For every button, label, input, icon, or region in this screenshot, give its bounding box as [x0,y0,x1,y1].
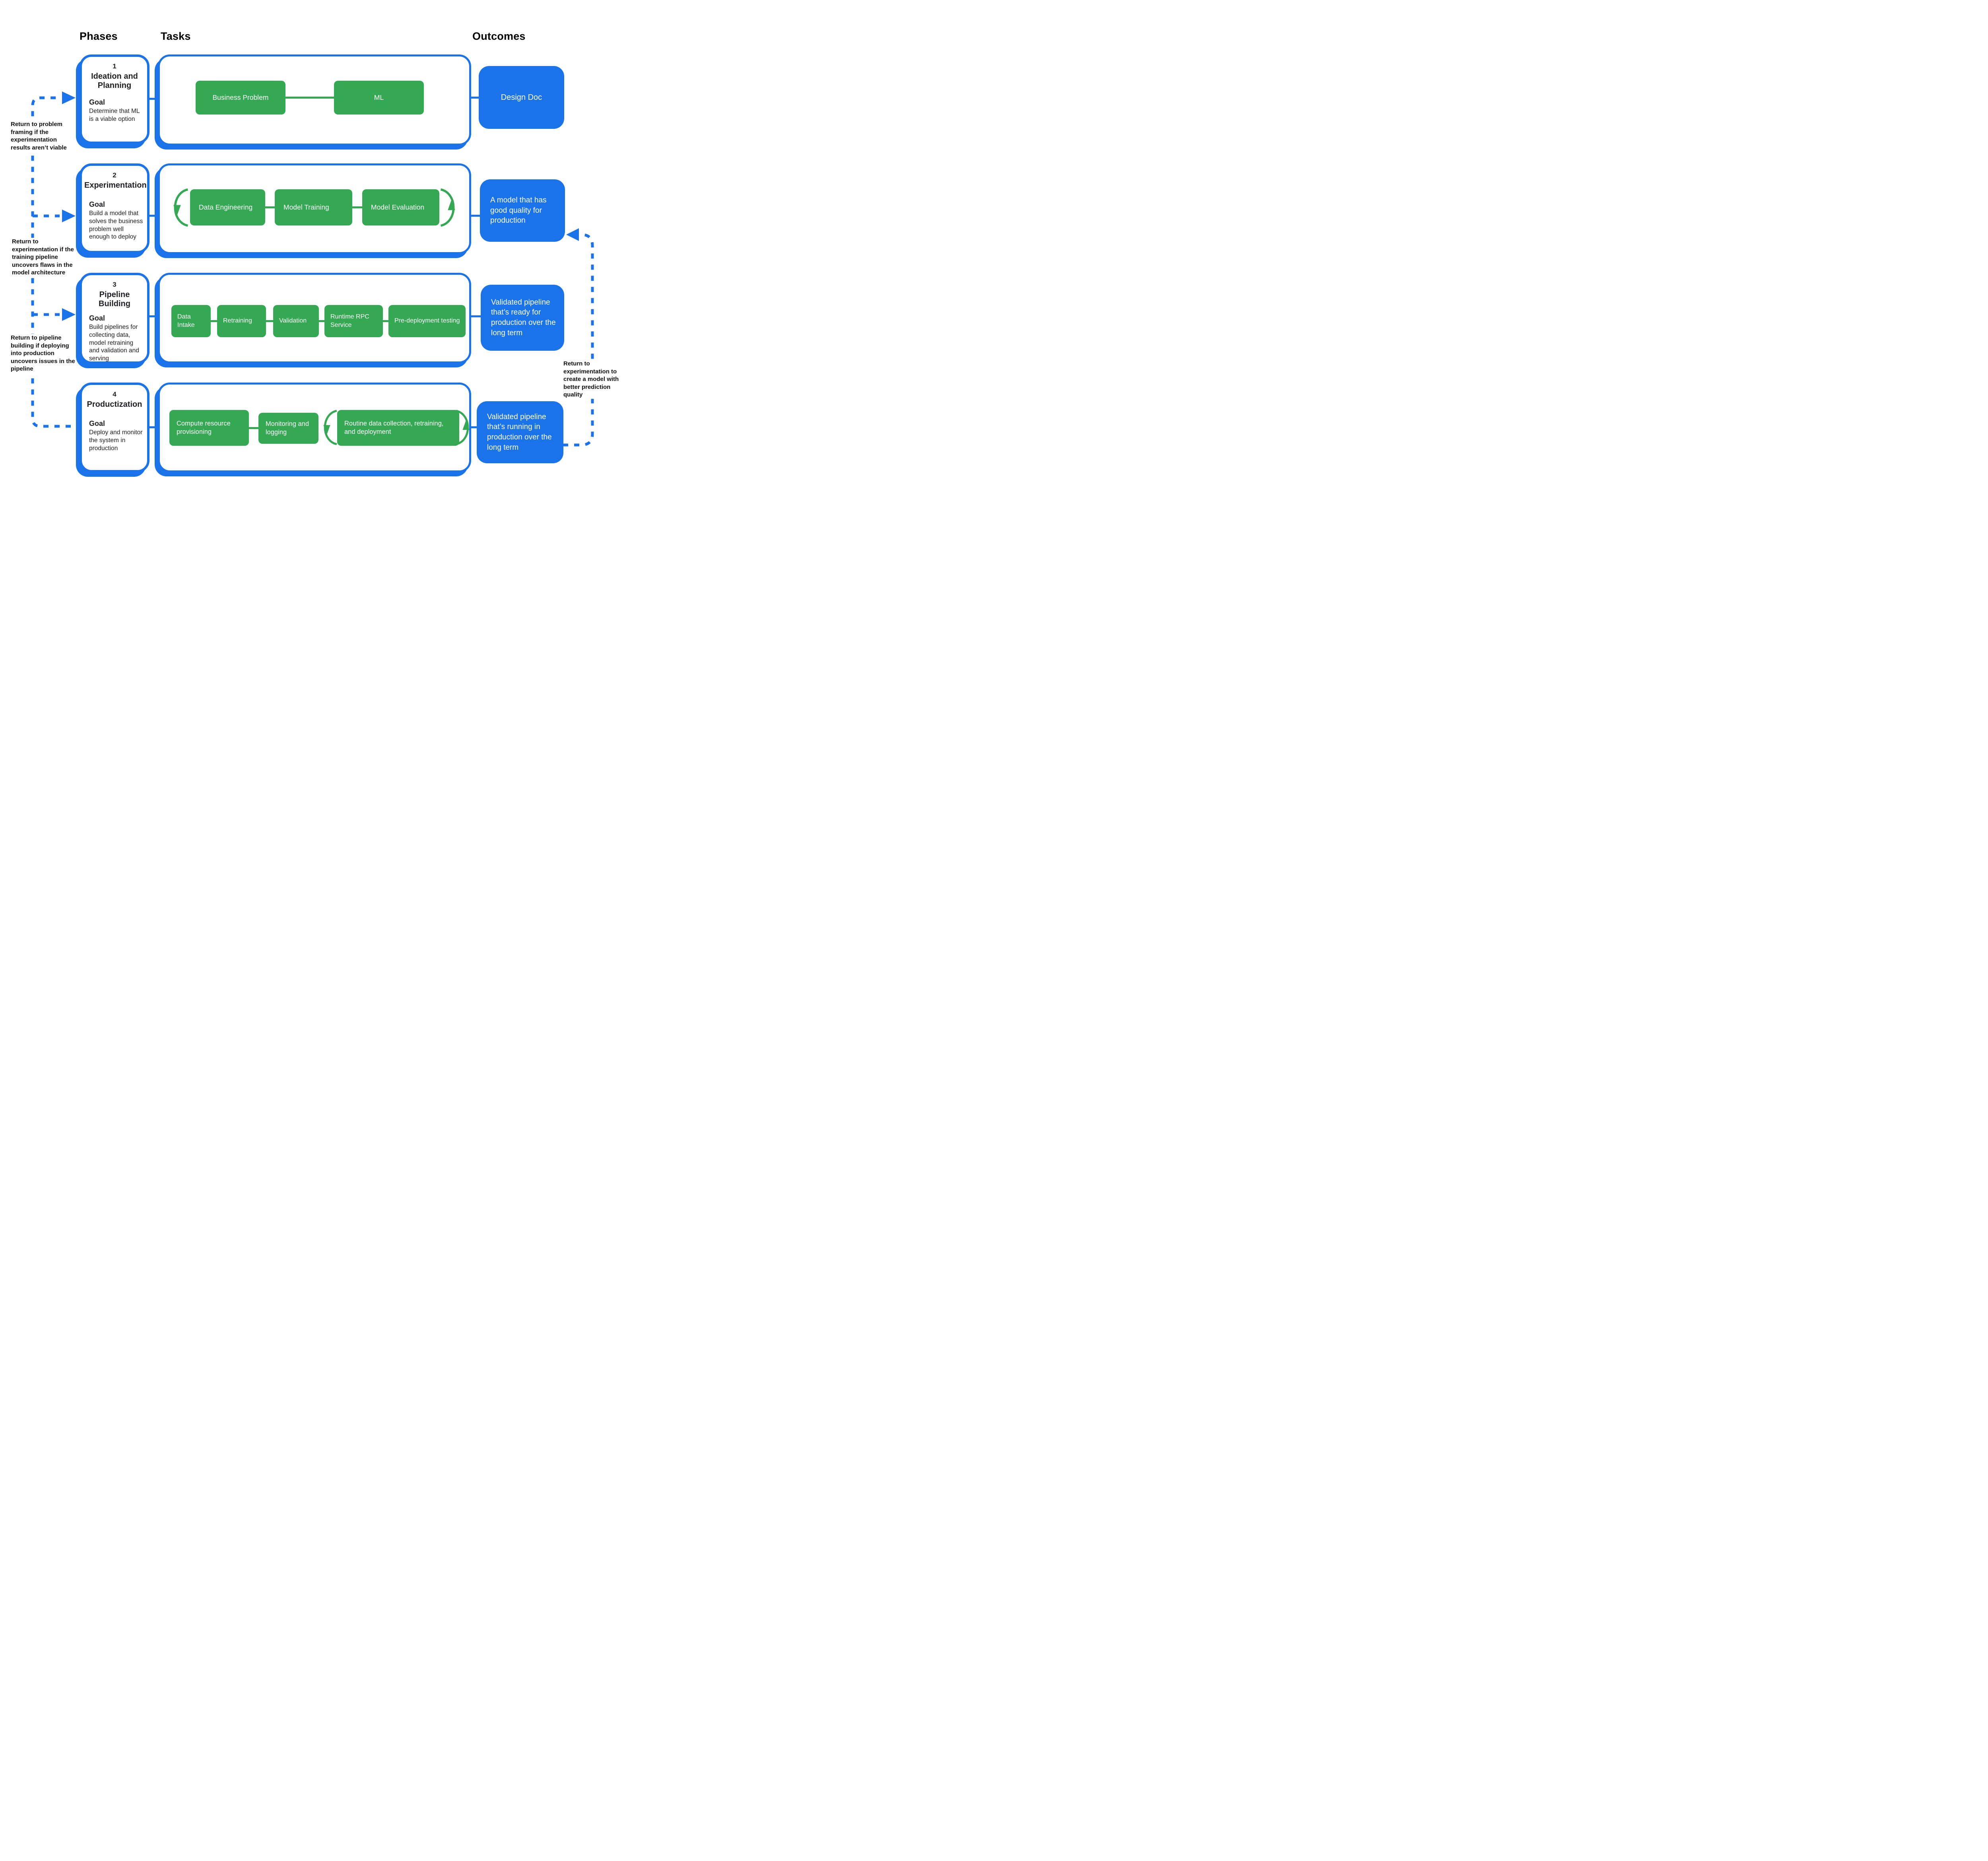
arrowhead-to-outcome2 [566,228,579,241]
connector-phase3-tasks [147,315,159,317]
connector-r3-1 [211,320,217,322]
loop-arrow-right [440,188,455,227]
phase-card-ideation: 1 Ideation and Planning Goal Determine t… [80,54,149,144]
outcomes-header: Outcomes [472,30,526,42]
task-pre-deployment-testing: Pre-deployment testing [388,305,466,337]
goal-text: Build pipelines for collecting data, mod… [89,324,139,362]
task-business-problem: Business Problem [196,81,285,115]
connector-tasks2-outcome [470,215,481,217]
task-model-training: Model Training [275,189,352,225]
connector-tasks4-outcome [470,426,478,428]
outcome-design-doc: Design Doc [479,66,564,129]
connector-r3-4 [383,320,388,322]
task-runtime-rpc-service: Runtime RPC Service [324,305,383,337]
phase-title: Ideation and Planning [91,72,138,90]
connector-de-mt [265,206,275,208]
goal-label: Goal [89,420,105,427]
connector-business-ml [285,97,334,99]
phase-card-pipeline-building: 3 Pipeline Building Goal Build pipelines… [80,273,149,364]
task-routine-data-collection: Routine data collection, retraining, and… [337,410,459,446]
outcome-validated-pipeline-running: Validated pipeline that’s running in pro… [477,401,563,463]
connector-tasks3-outcome [470,315,482,317]
connector-tasks1-outcome [470,97,480,99]
tasks-container-productization: Compute resource provisioning Monitoring… [158,383,471,472]
goal-text: Deploy and monitor the system in product… [89,429,143,452]
tasks-container-pipeline-building: Data Intake Retraining Validation Runtim… [158,273,471,363]
task-retraining: Retraining [217,305,266,337]
goal-label: Goal [89,200,105,208]
mlops-lifecycle-diagram: Phases Tasks Outcomes 1 Ideation and Pla… [0,0,623,513]
note-return-experimentation-quality: Return to experimentation to create a mo… [563,360,623,399]
note-return-problem-framing: Return to problem framing if the experim… [11,120,71,152]
task-monitoring-and-logging: Monitoring and logging [258,413,318,444]
connector-phase4-tasks [147,426,159,428]
phase-title: Productization [87,400,142,409]
goal-text: Determine that ML is a viable option [89,108,140,122]
goal-text: Build a model that solves the business p… [89,210,143,241]
phase-number: 1 [113,62,116,70]
phase-number: 3 [113,281,116,288]
arrowhead-to-phase2 [62,210,76,222]
tasks-container-ideation: Business Problem ML [158,54,471,146]
phase-number: 2 [113,171,116,179]
task-data-intake: Data Intake [171,305,211,337]
phase-card-experimentation: 2 Experimentation Goal Build a model tha… [80,163,149,253]
goal-label: Goal [89,98,105,106]
connector-phase2-tasks [147,215,159,217]
phase-card-productization: 4 Productization Goal Deploy and monitor… [80,383,149,472]
loop-arrow-right [456,410,470,445]
outcome-good-quality-model: A model that has good quality for produc… [480,179,565,242]
phase-number: 4 [113,390,116,398]
tasks-container-experimentation: Data Engineering Model Training Model Ev… [158,163,471,254]
task-compute-resource-provisioning: Compute resource provisioning [169,410,249,446]
connector-r4-1 [249,427,258,429]
left-feedback-path [31,96,82,428]
note-return-experimentation: Return to experimentation if the trainin… [12,238,80,277]
task-ml: ML [334,81,424,115]
note-return-pipeline-building: Return to pipeline building if deploying… [11,334,81,373]
connector-mt-me [352,206,362,208]
arrowhead-to-phase1 [62,91,76,104]
loop-arrow-left [323,410,337,445]
task-validation: Validation [273,305,319,337]
feedback-arrows-layer [31,91,594,447]
phases-header: Phases [80,30,118,42]
loop-arrow-left [173,188,188,227]
connector-r3-2 [266,320,273,322]
task-data-engineering: Data Engineering [190,189,265,225]
goal-label: Goal [89,314,105,322]
phase-title: Experimentation [84,181,147,190]
right-feedback-path [563,233,594,447]
outcome-validated-pipeline-ready: Validated pipeline that’s ready for prod… [481,285,564,351]
phase-title: Pipeline Building [99,290,130,308]
arrowhead-to-phase3 [62,308,76,321]
task-model-evaluation: Model Evaluation [362,189,439,225]
tasks-header: Tasks [161,30,191,42]
connector-phase1-tasks [147,98,159,100]
connector-r3-3 [319,320,324,322]
